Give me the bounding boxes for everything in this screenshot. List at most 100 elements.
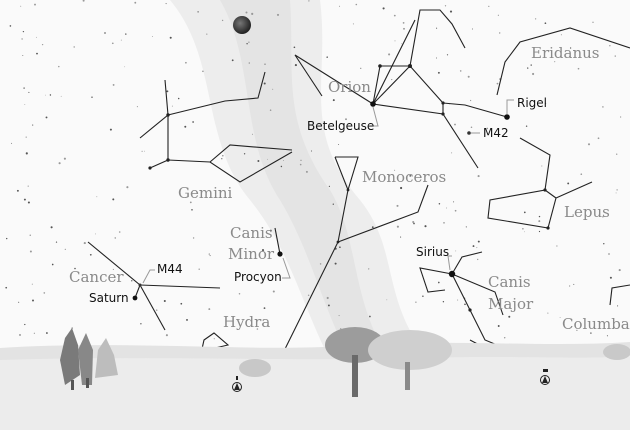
background-star (544, 102, 547, 105)
background-star (231, 59, 234, 62)
background-star (338, 5, 341, 7)
background-star (21, 38, 23, 40)
background-star (114, 237, 116, 239)
background-star (382, 7, 385, 10)
background-star (402, 22, 405, 24)
background-star (243, 153, 246, 155)
person-compass-icon[interactable] (232, 376, 242, 392)
m44-marker[interactable] (138, 283, 142, 287)
background-star (332, 99, 335, 102)
background-star (436, 27, 438, 29)
rigel-star[interactable] (504, 114, 510, 120)
background-star (24, 103, 26, 105)
background-star (454, 123, 456, 126)
background-star (326, 296, 329, 300)
background-star (35, 36, 37, 38)
background-star (41, 43, 44, 46)
compass-se-icon[interactable] (540, 369, 550, 385)
background-star (497, 14, 499, 16)
label-saturn: Saturn (89, 291, 129, 305)
background-star (334, 262, 337, 265)
background-star (192, 121, 194, 123)
background-star (498, 32, 501, 34)
background-star (308, 0, 310, 2)
background-star (527, 67, 529, 69)
background-star (191, 209, 193, 211)
background-star (388, 53, 391, 56)
background-star (422, 295, 424, 297)
background-star (394, 169, 396, 171)
background-star (569, 47, 572, 49)
background-star (118, 231, 121, 233)
background-star (23, 87, 25, 89)
background-star (116, 295, 118, 297)
background-star (307, 294, 310, 297)
background-star (453, 201, 455, 203)
sirius-star[interactable] (448, 270, 456, 278)
label-monoceros: Monoceros (362, 168, 446, 186)
background-star (444, 5, 447, 7)
background-star (269, 109, 272, 111)
background-star (442, 301, 445, 303)
background-star (403, 27, 405, 30)
saturn-planet[interactable] (132, 295, 138, 301)
background-star (476, 247, 478, 249)
background-star (310, 150, 313, 152)
label-procyon: Procyon (234, 270, 282, 284)
background-star (305, 170, 308, 173)
background-star (103, 31, 107, 35)
background-star (263, 82, 266, 85)
background-star (134, 1, 137, 4)
background-star (560, 34, 562, 36)
background-star (94, 233, 96, 235)
background-star (45, 332, 48, 334)
background-star (280, 165, 283, 168)
background-star (360, 67, 362, 69)
background-star (36, 52, 38, 55)
background-star (64, 248, 66, 251)
procyon-star[interactable] (277, 251, 283, 257)
moon-icon[interactable] (233, 16, 251, 34)
background-star (355, 3, 358, 6)
m42-marker[interactable] (467, 131, 471, 135)
background-star (464, 303, 466, 306)
background-star (606, 335, 608, 337)
background-star (50, 226, 53, 229)
background-star (112, 83, 115, 86)
label-gemini: Gemini (178, 184, 233, 202)
background-star (112, 198, 115, 201)
background-star (140, 323, 142, 325)
background-star (136, 106, 138, 108)
background-star (615, 192, 617, 194)
background-star (339, 246, 341, 249)
background-star (393, 14, 396, 17)
background-star (192, 237, 195, 239)
background-star (29, 234, 31, 236)
label-hydra: Hydra (223, 313, 270, 331)
background-star (257, 160, 260, 162)
background-star (27, 185, 29, 187)
background-star (126, 186, 129, 189)
label-m42: M42 (483, 126, 509, 140)
background-star (124, 66, 126, 68)
label-m44: M44 (157, 262, 183, 276)
canis-minor-lines (274, 227, 281, 255)
betelgeuse-star[interactable] (370, 101, 376, 107)
background-star (327, 304, 330, 307)
background-star (602, 106, 604, 108)
background-star (455, 250, 457, 252)
background-star (197, 11, 199, 13)
background-star (523, 211, 526, 214)
background-star (530, 64, 532, 66)
label-cancer: Cancer (69, 268, 124, 286)
background-star (27, 201, 30, 204)
background-star (246, 43, 248, 45)
background-star (202, 70, 204, 73)
background-star (620, 116, 622, 118)
background-star (352, 23, 354, 25)
background-star (469, 99, 472, 102)
background-star (208, 253, 210, 255)
background-star (470, 126, 473, 128)
background-star (587, 143, 591, 146)
